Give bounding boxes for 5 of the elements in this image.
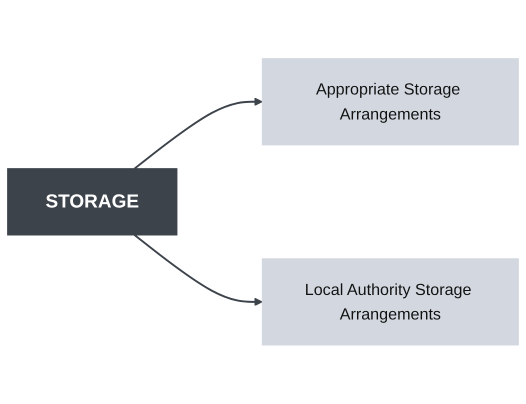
arrow [134,234,263,306]
node-box: STORAGE [7,168,178,236]
arrow [134,98,263,170]
node-box: Appropriate Storage Arrangements [262,58,519,146]
node-box: Local Authority Storage Arrangements [262,258,519,346]
